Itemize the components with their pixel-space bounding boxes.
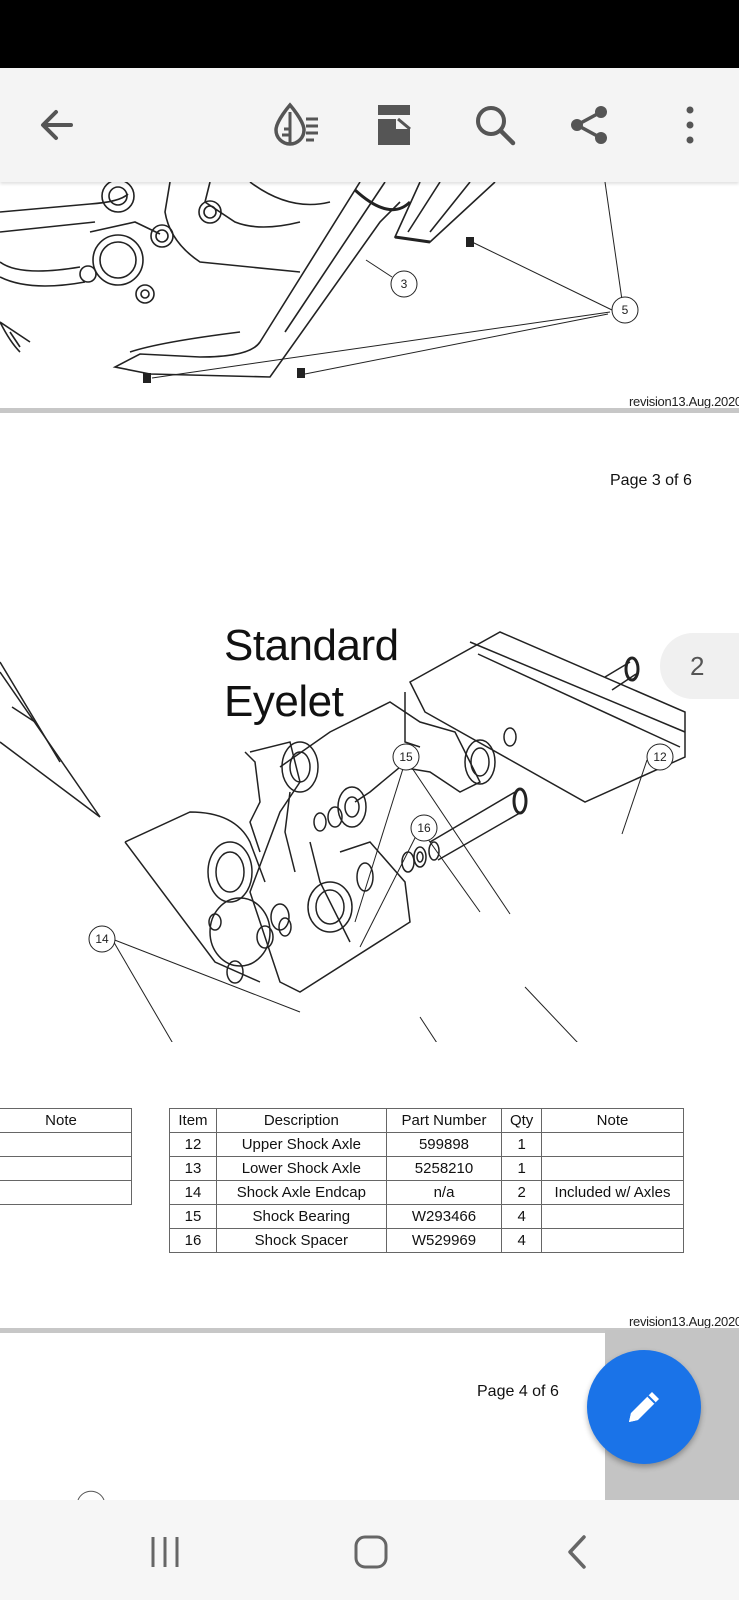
- status-bar: [0, 0, 739, 68]
- edit-fab-button[interactable]: [587, 1350, 701, 1464]
- page-indicator-number: 2: [690, 651, 705, 681]
- home-button[interactable]: [341, 1530, 401, 1574]
- callout-12: 12: [653, 750, 667, 764]
- recents-icon: [151, 1537, 179, 1567]
- title-line-1: Standard: [224, 621, 399, 670]
- table-row: 12 Upper Shock Axle 599898 1: [169, 1132, 684, 1157]
- pdf-document-view[interactable]: 3 5 revision13.Aug.2020 Page 3 of 6 Stan…: [0, 182, 739, 1500]
- drawing-title: Standard Eyelet: [224, 618, 399, 730]
- frame-drawing-top: 3 5: [0, 182, 639, 383]
- page-separator: [0, 1328, 739, 1333]
- revision-label: revision13.Aug.2020: [629, 1314, 739, 1329]
- reading-mode-button[interactable]: [266, 95, 326, 155]
- shock-eyelet-diagram: 15 12 16 14 13 16 15: [0, 631, 686, 1042]
- table-row: 15 Shock Bearing W293466 4: [169, 1204, 684, 1229]
- page-number-label: Page 4 of 6: [477, 1383, 559, 1400]
- back-button[interactable]: [27, 95, 87, 155]
- table-row: 14 Shock Axle Endcap n/a 2 Included w/ A…: [169, 1180, 684, 1205]
- page-indicator-tab[interactable]: 2: [660, 633, 739, 699]
- table-header-row: Item Description Part Number Qty Note: [169, 1108, 684, 1133]
- search-icon: [476, 106, 516, 146]
- table-row: 13 Lower Shock Axle 5258210 1: [169, 1156, 684, 1181]
- nav-back-button[interactable]: [548, 1530, 608, 1574]
- search-button[interactable]: [465, 95, 525, 155]
- title-line-2: Eyelet: [224, 677, 344, 726]
- callout-16-top: 16: [417, 821, 431, 835]
- table-row: 16 Shock Spacer W529969 4: [169, 1228, 684, 1253]
- more-vert-icon: [686, 106, 694, 144]
- reading-mode-icon: [274, 102, 318, 146]
- more-options-button[interactable]: [660, 95, 720, 155]
- arrow-left-icon: [41, 110, 73, 140]
- callout-15-top: 15: [399, 750, 413, 764]
- callout-5: 5: [622, 303, 629, 317]
- nav-back-icon: [568, 1535, 586, 1569]
- parts-table: Item Description Part Number Qty Note 12…: [169, 1108, 684, 1253]
- page4-drawing-fragment: [77, 1490, 105, 1500]
- header-part-number: Part Number: [385, 1108, 503, 1133]
- header-description: Description: [215, 1108, 387, 1133]
- viewer-toolbar: [0, 68, 739, 182]
- left-table-header-note: Note: [0, 1108, 132, 1133]
- recents-button[interactable]: [135, 1530, 195, 1574]
- callout-3: 3: [401, 277, 408, 291]
- share-button[interactable]: [559, 95, 619, 155]
- pencil-icon: [629, 1392, 659, 1422]
- page-number-label: Page 3 of 6: [610, 472, 692, 489]
- page-layout-icon: [378, 105, 411, 145]
- revision-label: revision13.Aug.2020: [629, 394, 739, 409]
- system-navigation-bar: [0, 1500, 739, 1600]
- header-qty: Qty: [501, 1108, 542, 1133]
- header-item: Item: [169, 1108, 217, 1133]
- home-icon: [354, 1535, 388, 1569]
- callout-14: 14: [95, 932, 109, 946]
- left-parts-table: Note: [0, 1108, 132, 1205]
- page-separator: [0, 408, 739, 413]
- share-icon: [571, 106, 607, 144]
- header-note: Note: [541, 1108, 684, 1133]
- page-layout-button[interactable]: [364, 95, 424, 155]
